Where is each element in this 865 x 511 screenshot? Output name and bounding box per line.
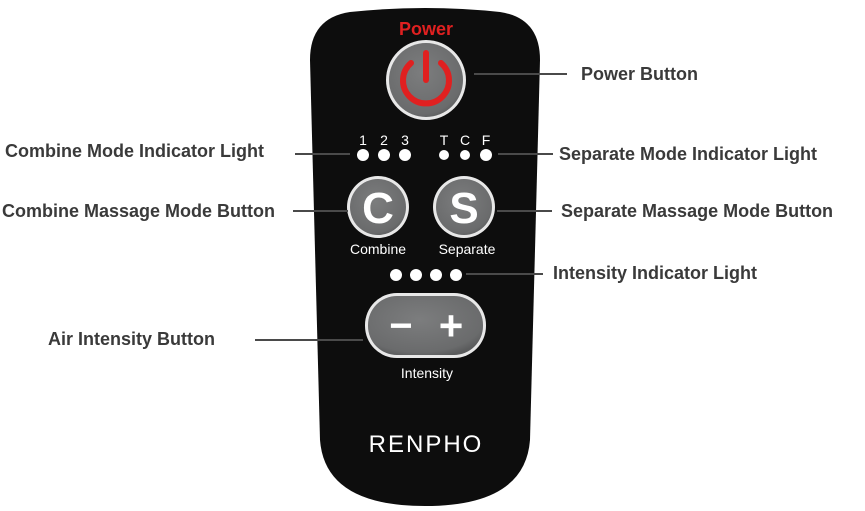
separate-button-leader	[497, 210, 552, 212]
callout-air-intensity-button: Air Intensity Button	[48, 329, 215, 349]
callout-intensity-indicator: Intensity Indicator Light	[553, 263, 758, 283]
callout-separate-button: Separate Massage Mode Button	[561, 201, 834, 221]
callout-separate-indicator: Separate Mode Indicator Light	[559, 144, 818, 164]
intensity-indicator-light-4	[450, 269, 462, 281]
combine-indicator-label-3: 3	[401, 132, 409, 148]
brand-logo: RENPHO	[369, 431, 484, 458]
separate-indicator-label-c: C	[460, 132, 470, 148]
intensity-indicator-group	[390, 269, 462, 281]
intensity-caption: Intensity	[401, 365, 453, 381]
intensity-indicator-light-2	[410, 269, 422, 281]
callout-combine-button: Combine Massage Mode Button	[2, 201, 276, 221]
air-intensity-button[interactable]: − +	[365, 293, 486, 358]
combine-button[interactable]: C	[347, 176, 409, 238]
combine-indicator-light-2	[378, 149, 390, 161]
separate-indicator-label-t: T	[440, 132, 449, 148]
separate-indicator-light-t	[439, 150, 449, 160]
combine-indicator-leader	[295, 153, 350, 155]
callout-combine-indicator: Combine Mode Indicator Light	[5, 141, 264, 161]
power-label: Power	[399, 19, 453, 39]
intensity-indicator-leader	[466, 273, 543, 275]
combine-button-letter: C	[362, 184, 394, 233]
combine-indicator-label-2: 2	[380, 132, 388, 148]
separate-button-letter: S	[449, 184, 478, 233]
separate-indicator-leader	[498, 153, 553, 155]
power-button[interactable]	[386, 40, 466, 120]
air-intensity-leader	[255, 339, 363, 341]
combine-indicator-light-1	[357, 149, 369, 161]
combine-indicator-label-1: 1	[359, 132, 367, 148]
separate-indicator-light-c	[460, 150, 470, 160]
intensity-minus-button[interactable]: −	[389, 304, 412, 348]
combine-indicator-light-3	[399, 149, 411, 161]
power-icon	[400, 50, 452, 107]
separate-indicator-label-f: F	[482, 132, 491, 148]
separate-button-caption: Separate	[439, 241, 496, 257]
remote-body	[310, 8, 540, 506]
separate-indicator-group: T C F	[439, 132, 492, 161]
callout-power-button: Power Button	[581, 64, 698, 84]
combine-button-leader	[293, 210, 348, 212]
separate-indicator-light-f	[480, 149, 492, 161]
intensity-indicator-light-1	[390, 269, 402, 281]
power-button-leader	[474, 73, 567, 75]
combine-indicator-group: 1 2 3	[357, 132, 411, 161]
intensity-plus-button[interactable]: +	[439, 302, 464, 349]
separate-button[interactable]: S	[433, 176, 495, 238]
intensity-indicator-light-3	[430, 269, 442, 281]
combine-button-caption: Combine	[350, 241, 406, 257]
minus-icon: −	[389, 304, 412, 348]
plus-icon: +	[439, 302, 464, 349]
